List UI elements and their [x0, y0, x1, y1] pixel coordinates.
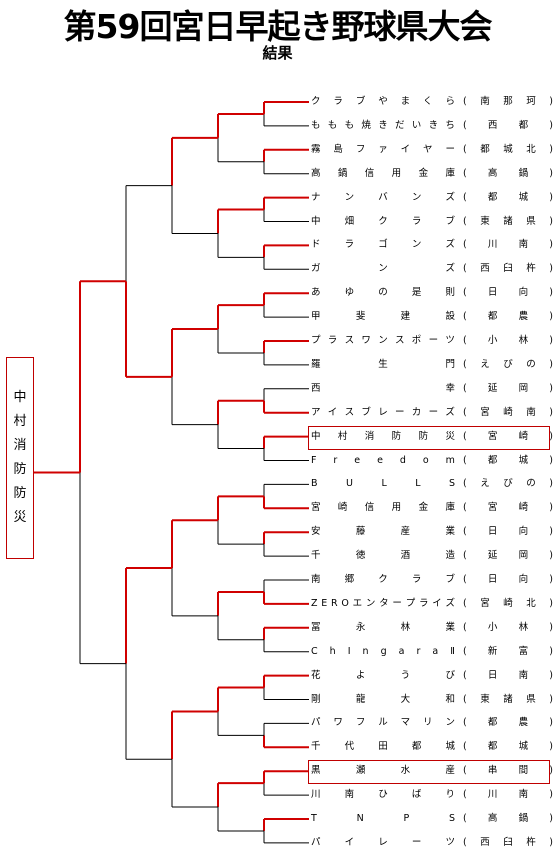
team-name: クラブやまくら: [311, 96, 455, 107]
team-name: 西幸: [311, 382, 455, 394]
team-region: (日向): [463, 287, 553, 299]
team-name: プラスワンスポーツ: [311, 335, 455, 346]
team-region: (小林): [463, 621, 553, 633]
team-region: (宮崎北): [463, 597, 553, 609]
team-region: (延岡): [463, 382, 553, 394]
team-name: 甲斐建設: [311, 311, 455, 323]
team-name: 中畑クラブ: [311, 215, 455, 227]
team-region: (日向): [463, 526, 553, 538]
highlight-box: [308, 760, 550, 785]
team-region: (高鍋): [463, 167, 553, 179]
team-region: (えびの): [463, 358, 553, 370]
team-name: あゆの是則: [311, 287, 455, 299]
team-name: パイレーツ: [311, 836, 455, 848]
team-name: ももも焼きだいきち: [311, 119, 455, 131]
team-region: (西臼杵): [463, 836, 553, 848]
team-name: 川南ひばり: [311, 789, 455, 801]
team-name: パワフルマリン: [311, 717, 455, 729]
team-region: (日南): [463, 669, 553, 681]
team-name: 千代田都城: [311, 741, 455, 753]
champion-char: 災: [13, 510, 27, 525]
team-region: (延岡): [463, 550, 553, 562]
team-region: (南那珂): [463, 96, 553, 107]
team-region: (都農): [463, 311, 553, 323]
team-name: 宮崎信用金庫: [311, 502, 455, 514]
team-region: (東諸県): [463, 693, 553, 705]
team-name: 冨永林業: [311, 621, 455, 633]
champion-char: 防: [13, 486, 27, 501]
team-name: 羅生門: [311, 358, 455, 370]
team-name: ガンズ: [311, 263, 455, 275]
team-region: (宮崎): [463, 502, 553, 514]
team-name: 黒瀬水産: [311, 765, 455, 777]
champion-char: 村: [13, 414, 27, 429]
team-region: (日向): [463, 574, 553, 585]
team-region: (都城): [463, 741, 553, 753]
champion-box: 中村消防防災: [6, 357, 34, 559]
champion-char: 中: [13, 390, 27, 405]
team-region: (小林): [463, 335, 553, 346]
team-region: (都城): [463, 454, 553, 466]
team-region: (川南): [463, 789, 553, 801]
team-region: (新富): [463, 645, 553, 657]
team-region: (宮崎): [463, 430, 553, 442]
team-region: (都城北): [463, 143, 553, 155]
team-region: (宮崎南): [463, 406, 553, 418]
team-region: (高鍋): [463, 813, 553, 824]
team-name: ナンバンズ: [311, 191, 455, 203]
team-region: (西都): [463, 119, 553, 131]
team-region: (東諸県): [463, 215, 553, 227]
team-region: (都城): [463, 191, 553, 203]
team-name: 中村消防防災: [311, 430, 455, 442]
team-region: (串間): [463, 765, 553, 777]
page-title: 第59回宮日早起き野球県大会: [63, 7, 493, 46]
team-region: (西臼杵): [463, 263, 553, 275]
page-subtitle: 結果: [262, 44, 293, 62]
team-name: アイスブレーカーズ: [311, 406, 455, 418]
team-name: 花ようび: [311, 669, 455, 681]
team-name: 安藤産業: [311, 526, 455, 538]
team-name: ドラゴンズ: [311, 239, 455, 251]
highlight-box: [308, 425, 550, 450]
champion-char: 消: [13, 438, 27, 453]
team-name: 南郷クラブ: [311, 574, 455, 585]
team-name: 剛龍大和: [311, 693, 455, 705]
team-name: 千徳酒造: [311, 550, 455, 562]
team-name: 高鍋信用金庫: [311, 167, 455, 179]
team-region: (川南): [463, 239, 553, 251]
team-region: (えびの): [463, 478, 553, 490]
champion-char: 防: [13, 462, 27, 477]
team-region: (都農): [463, 717, 553, 729]
team-name: 霧島ファイヤー: [311, 143, 455, 155]
